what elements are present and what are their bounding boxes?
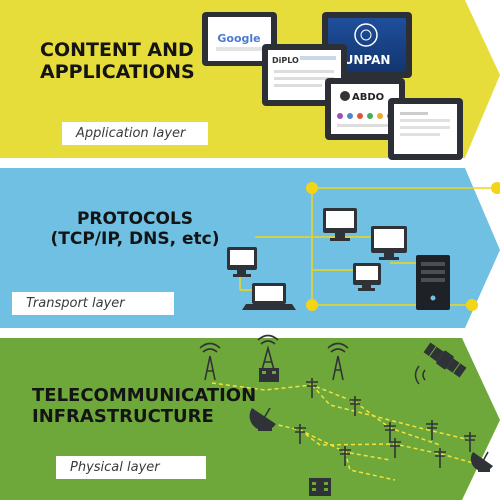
physical-layer-label: Physical layer bbox=[56, 456, 206, 479]
satellite-icon bbox=[423, 342, 467, 378]
network-node bbox=[491, 182, 500, 194]
utility-pole-icon bbox=[306, 378, 318, 398]
application-title-line-1: CONTENT AND bbox=[40, 39, 194, 61]
monitor-icon bbox=[371, 226, 407, 260]
network-nodes bbox=[306, 182, 500, 311]
server-tower-icon bbox=[416, 255, 450, 310]
radio-tower-icon bbox=[327, 342, 349, 381]
application-title-line-2: APPLICATIONS bbox=[40, 60, 195, 83]
network-node bbox=[466, 299, 478, 311]
building-icon bbox=[309, 478, 331, 496]
application-layer-label: Application layer bbox=[62, 122, 208, 145]
transport-layer-label: Transport layer bbox=[12, 292, 174, 315]
network-lines bbox=[239, 187, 497, 306]
abdo-monitor: ABDO bbox=[325, 78, 405, 140]
transport-title-line-2: (TCP/IP, DNS, etc) bbox=[50, 228, 220, 249]
physical-layer-title: TELECOMMUNICATION INFRASTRUCTURE bbox=[32, 385, 257, 427]
monitor-icon bbox=[227, 247, 257, 277]
monitor-icon bbox=[353, 263, 381, 291]
radio-tower-icon bbox=[199, 342, 221, 381]
diplo-monitor: DiPLO bbox=[262, 44, 347, 106]
network-node bbox=[306, 299, 318, 311]
satellite-dish-icon bbox=[470, 451, 493, 472]
utility-pole-icon bbox=[434, 448, 446, 468]
transport-layer-title: PROTOCOLS (TCP/IP, DNS, etc) bbox=[40, 209, 230, 249]
utility-pole-icon bbox=[384, 422, 396, 442]
unpan-logo-text: UNPAN bbox=[344, 53, 391, 67]
google-monitor: Google bbox=[202, 12, 277, 66]
application-layer-title: CONTENT AND APPLICATIONS bbox=[40, 39, 195, 84]
utility-pole-icon bbox=[294, 424, 306, 444]
physical-title-line-2: INFRASTRUCTURE bbox=[32, 405, 214, 427]
physical-title-line-1: TELECOMMUNICATION bbox=[32, 385, 257, 406]
transport-title-line-1: PROTOCOLS bbox=[76, 209, 194, 229]
building-icon bbox=[259, 368, 279, 382]
network-node bbox=[306, 182, 318, 194]
signal-waves-icon bbox=[414, 365, 426, 385]
utility-pole-icon bbox=[339, 446, 351, 466]
laptop-icon bbox=[242, 283, 296, 310]
utility-pole-icon bbox=[426, 420, 438, 440]
radio-tower-icon bbox=[257, 334, 279, 371]
diplo-logo-text: DiPLO bbox=[272, 56, 299, 65]
un-emblem-icon bbox=[354, 23, 378, 47]
utility-pole-icon bbox=[464, 432, 476, 452]
monitor-icon bbox=[323, 208, 357, 241]
utility-pole-icon bbox=[389, 438, 401, 458]
google-logo-text: Google bbox=[217, 32, 260, 45]
utility-pole-icon bbox=[349, 396, 361, 416]
fifth-monitor bbox=[388, 98, 463, 160]
satellite-dish-icon bbox=[249, 407, 276, 431]
abdo-logo-text: ABDO bbox=[352, 92, 384, 103]
